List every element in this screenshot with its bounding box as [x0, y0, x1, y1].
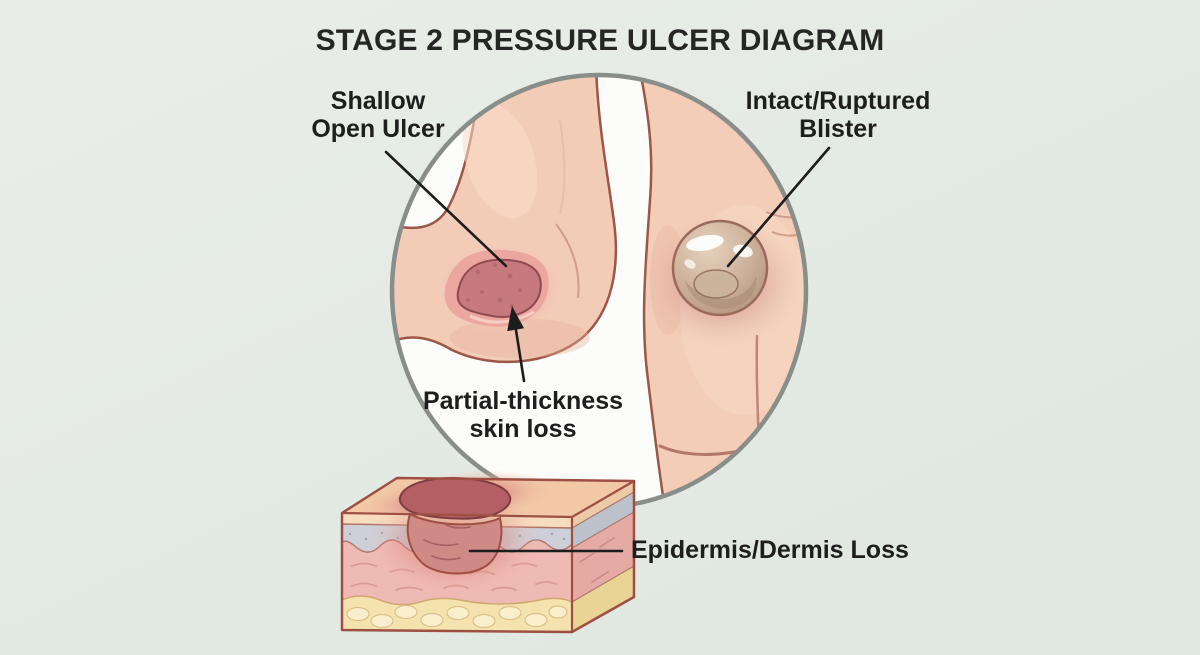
wound-crater-bowl — [406, 512, 503, 575]
blister-gloss-main — [686, 234, 724, 252]
right-face-lines — [571, 491, 635, 603]
blister-gloss-side — [684, 259, 696, 269]
block-outline — [340, 476, 636, 634]
shallow-open-ulcer — [432, 240, 568, 336]
leader-lines — [384, 146, 831, 553]
right-face-epidermis — [572, 481, 634, 528]
ankle-crease-line — [555, 223, 580, 299]
heel-highlight — [462, 101, 538, 219]
label-partial-thickness-skin-loss: Partial-thickness skin loss — [422, 387, 624, 444]
right-face-basement — [572, 492, 634, 548]
wound-crater-rim — [398, 476, 512, 520]
ulcer-wound — [456, 258, 542, 318]
fat-globules — [346, 604, 568, 629]
arrowhead-partial-thickness — [507, 306, 524, 332]
intact-ruptured-blister — [642, 216, 802, 348]
right-face-fat — [572, 566, 634, 632]
ulcer-lip-highlight — [469, 310, 535, 324]
heel-illustration — [392, 75, 618, 364]
leader-line-blister — [726, 146, 831, 268]
ulcer-mottling — [466, 263, 522, 308]
blister-inner-crescent — [684, 276, 757, 309]
leader-line-shallow-ulcer — [384, 150, 508, 268]
block-inner-edges — [341, 480, 635, 632]
diagram-title: STAGE 2 PRESSURE ULCER DIAGRAM — [315, 24, 885, 57]
label-intact-ruptured-blister: Intact/Ruptured Blister — [745, 87, 931, 144]
leg-contour-line — [559, 119, 566, 215]
label-epidermis-dermis-loss: Epidermis/Dermis Loss — [631, 536, 909, 564]
wound-crater-texture — [423, 523, 471, 561]
leader-line-partial-thickness — [514, 328, 526, 383]
label-shallow-open-ulcer: Shallow Open Ulcer — [311, 87, 445, 144]
right-face-texture — [579, 537, 615, 583]
skin-cross-section-block — [340, 470, 636, 634]
blister-inner-mound — [693, 269, 739, 299]
